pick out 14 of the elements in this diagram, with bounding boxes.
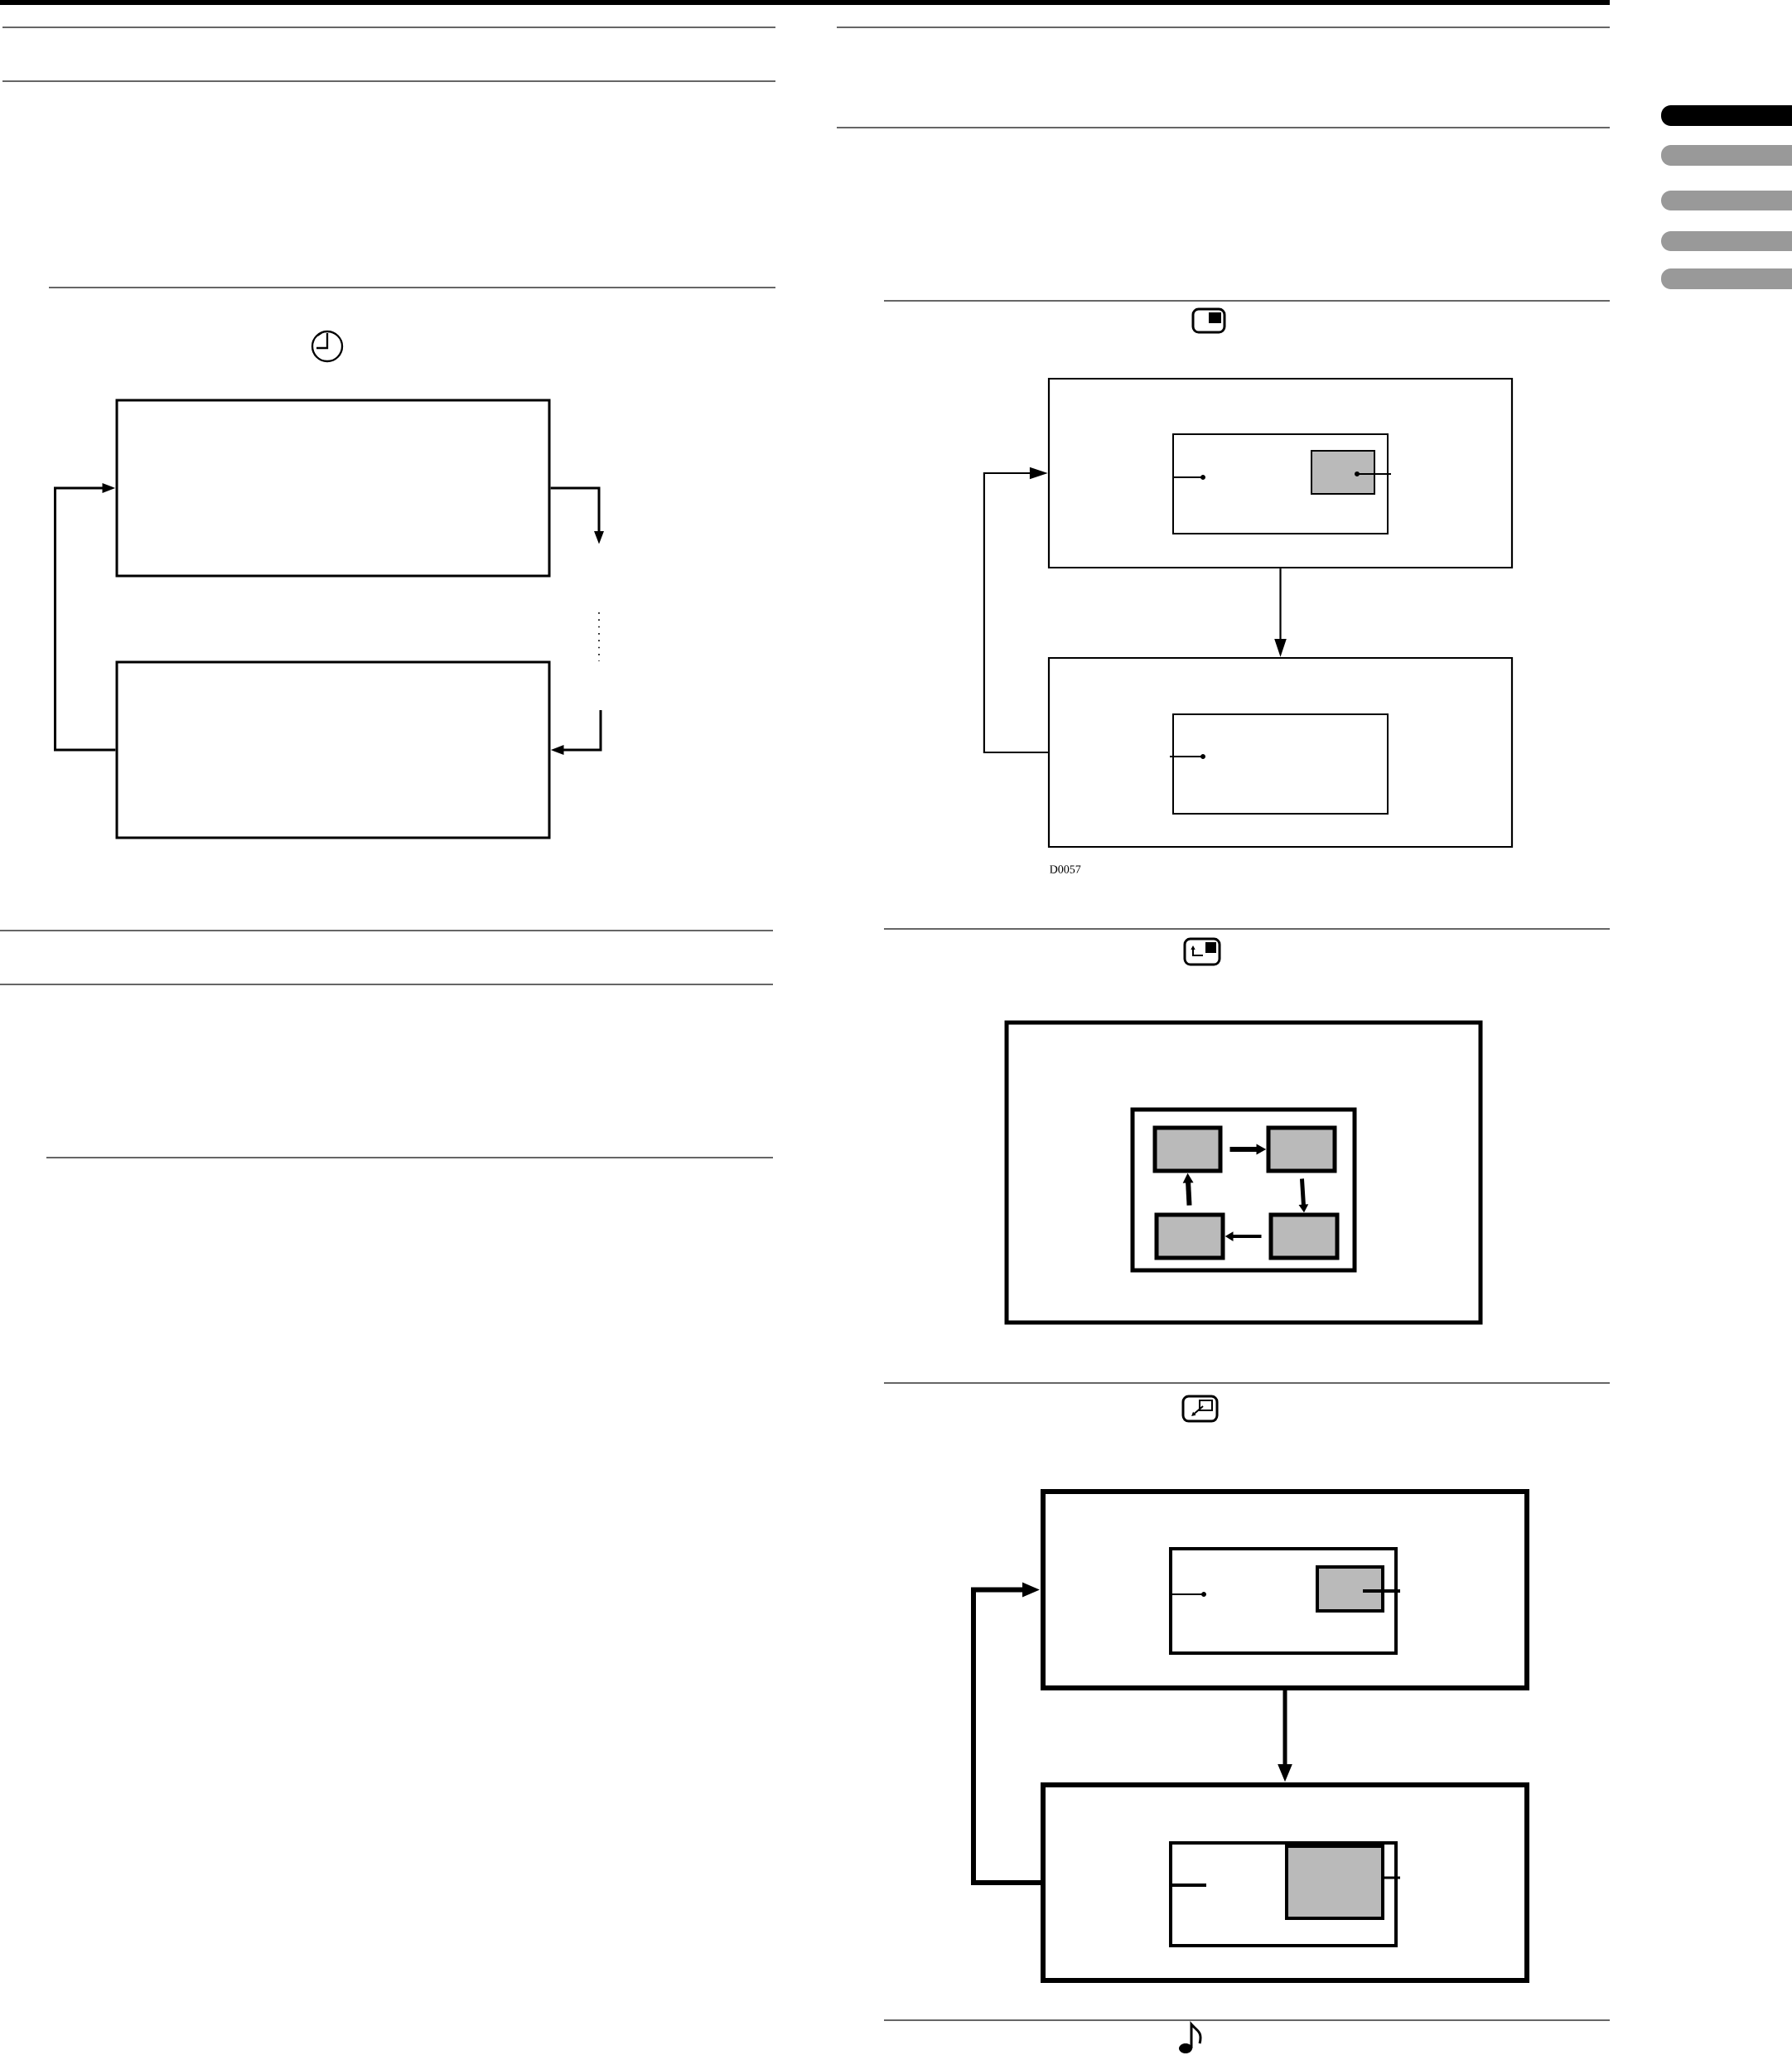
inset-box <box>1152 1125 1223 1173</box>
inset-box <box>1311 450 1375 495</box>
inset-box <box>1268 1212 1340 1260</box>
inset-box <box>1316 1565 1384 1613</box>
inset-box <box>1266 1125 1337 1173</box>
screen-box <box>1172 713 1389 815</box>
figure-code: D0057 <box>1050 865 1081 873</box>
arrow <box>983 467 1048 754</box>
inset-box <box>1285 1845 1384 1921</box>
inset-box <box>1154 1212 1225 1260</box>
arrow <box>971 1582 1041 1885</box>
panel-box <box>115 660 551 839</box>
panel-box <box>115 399 551 578</box>
arrow <box>54 483 116 752</box>
